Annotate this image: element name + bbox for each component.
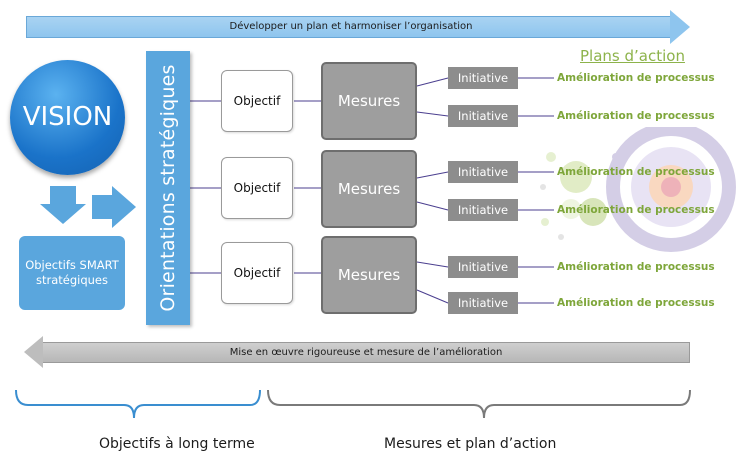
down-arrow-head [40, 204, 86, 224]
top-arrow-label: Développer un plan et harmoniser l’organ… [229, 21, 473, 32]
bottom-arrow-head [24, 336, 43, 368]
mesures-box: Mesures [321, 150, 417, 228]
quality-cycle-watermark-icon [540, 127, 736, 252]
bottom-arrow-label: Mise en œuvre rigoureuse et mesure de l’… [229, 347, 503, 358]
objectif-box: Objectif [221, 157, 293, 219]
vision-circle: VISION [10, 60, 125, 175]
objectif-box: Objectif [221, 70, 293, 132]
orientations-bar: Orientations stratégiques [146, 51, 190, 325]
initiative-box: Initiative [448, 161, 518, 183]
measures-plan-label: Mesures et plan d’action [384, 436, 557, 452]
initiative-box: Initiative [448, 105, 518, 127]
initiative-box: Initiative [448, 67, 518, 89]
down-arrow [50, 186, 76, 204]
objectif-box: Objectif [221, 242, 293, 304]
right-arrow-head [112, 186, 136, 228]
orientations-label: Orientations stratégiques [157, 64, 179, 312]
mesures-box: Mesures [321, 62, 417, 140]
plans-title: Plans d’action [580, 47, 685, 65]
long-term-label: Objectifs à long terme [99, 436, 255, 452]
right-arrow [92, 195, 112, 219]
action-label: Amélioration de processus [557, 72, 715, 84]
action-label: Amélioration de processus [557, 261, 715, 273]
initiative-box: Initiative [448, 256, 518, 278]
action-label: Amélioration de processus [557, 297, 715, 309]
action-label: Amélioration de processus [557, 110, 715, 122]
action-label: Amélioration de processus [557, 204, 715, 216]
initiative-box: Initiative [448, 292, 518, 314]
smart-objectives-box: Objectifs SMART stratégiques [19, 236, 125, 310]
top-arrow-head [670, 10, 690, 44]
mesures-box: Mesures [321, 236, 417, 314]
action-label: Amélioration de processus [557, 166, 715, 178]
initiative-box: Initiative [448, 199, 518, 221]
